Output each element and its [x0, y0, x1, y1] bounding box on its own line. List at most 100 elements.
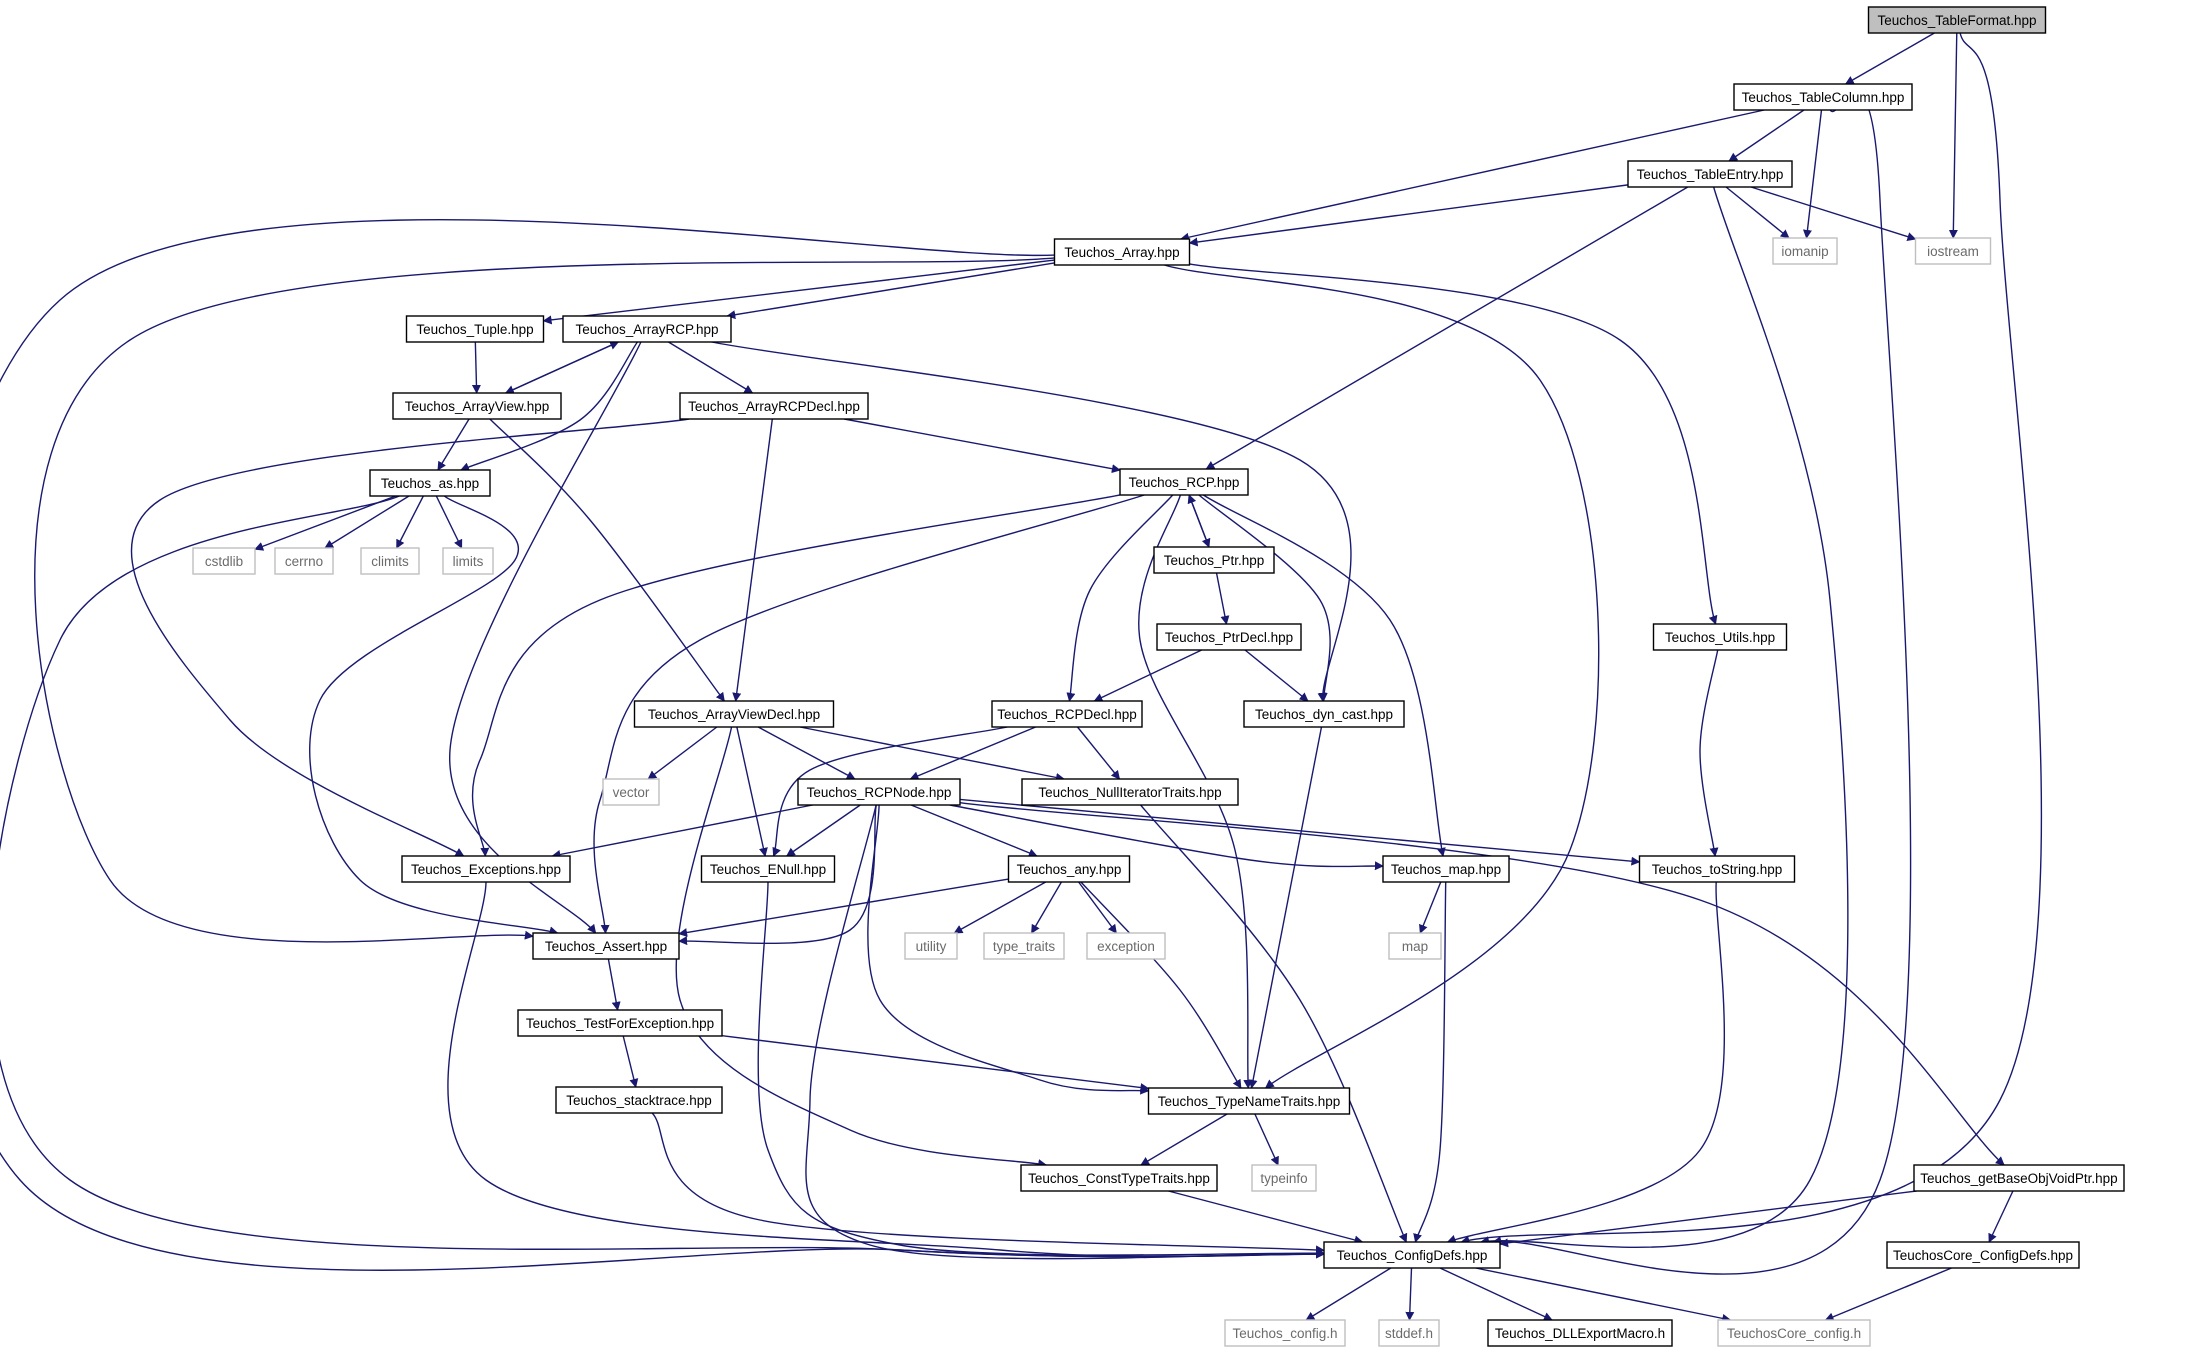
- node-box-rcpdecl: [991, 700, 1143, 728]
- edge-any-to-utility: [953, 881, 1047, 934]
- node-box-arrayview: [392, 392, 562, 420]
- node-label-consttype: Teuchos_ConstTypeTraits.hpp: [1028, 1171, 1210, 1186]
- edge-ptrdecl-to-dyncast: [1244, 649, 1309, 702]
- node-rcp[interactable]: Teuchos_RCP.hpp: [1119, 468, 1249, 496]
- node-box-stddef: [1378, 1319, 1440, 1347]
- node-label-getbaseobj: Teuchos_getBaseObjVoidPtr.hpp: [1920, 1171, 2117, 1186]
- node-configdefs[interactable]: Teuchos_ConfigDefs.hpp: [1323, 1241, 1501, 1269]
- node-label-tablecolumn: Teuchos_TableColumn.hpp: [1742, 90, 1905, 105]
- node-box-tableentry: [1627, 160, 1793, 188]
- node-label-configh: Teuchos_config.h: [1232, 1326, 1337, 1341]
- edge-as-to-limits: [435, 495, 463, 549]
- node-box-iomanip: [1772, 237, 1838, 265]
- node-box-typeinfo: [1251, 1164, 1317, 1192]
- node-tuple[interactable]: Teuchos_Tuple.hpp: [405, 315, 545, 343]
- edge-as-to-assert: [309, 495, 559, 936]
- node-box-climits: [360, 547, 420, 575]
- node-getbaseobj[interactable]: Teuchos_getBaseObjVoidPtr.hpp: [1913, 1164, 2125, 1192]
- edge-tableformat-to-configdefs: [1460, 32, 2043, 1245]
- edge-arrayrcp-to-as: [460, 341, 638, 472]
- node-map[interactable]: Teuchos_map.hpp: [1382, 855, 1510, 883]
- node-enull[interactable]: Teuchos_ENull.hpp: [700, 855, 836, 883]
- node-stddef: stddef.h: [1378, 1319, 1440, 1347]
- edge-arrayview-to-arrayrcp: [505, 341, 620, 394]
- edge-arrayviewdecl-to-enull: [736, 726, 768, 857]
- node-label-typename: Teuchos_TypeNameTraits.hpp: [1158, 1094, 1341, 1109]
- node-iomanip: iomanip: [1772, 237, 1838, 265]
- node-box-array: [1053, 238, 1191, 266]
- edge-any-to-exception: [1078, 881, 1117, 934]
- node-testforexc[interactable]: Teuchos_TestForException.hpp: [517, 1009, 723, 1037]
- node-configh: Teuchos_config.h: [1224, 1319, 1346, 1347]
- node-label-arrayrcp: Teuchos_ArrayRCP.hpp: [575, 322, 718, 337]
- node-label-rcp: Teuchos_RCP.hpp: [1129, 475, 1240, 490]
- edge-exceptions-to-configdefs: [447, 881, 1325, 1259]
- node-tostring[interactable]: Teuchos_toString.hpp: [1638, 855, 1796, 883]
- node-typeinfo: typeinfo: [1251, 1164, 1317, 1192]
- edge-tableentry-to-array: [1188, 184, 1629, 247]
- node-dyncast[interactable]: Teuchos_dyn_cast.hpp: [1243, 700, 1405, 728]
- node-label-coreconfigdefs: TeuchosCore_ConfigDefs.hpp: [1893, 1248, 2073, 1263]
- node-ptr[interactable]: Teuchos_Ptr.hpp: [1153, 546, 1275, 574]
- node-label-configdefs: Teuchos_ConfigDefs.hpp: [1337, 1248, 1488, 1263]
- node-label-tableformat: Teuchos_TableFormat.hpp: [1877, 13, 2036, 28]
- edge-arrayviewdecl-to-nulliter: [799, 726, 1065, 782]
- edge-rcpdecl-to-rcpnode: [909, 726, 1036, 781]
- node-label-ptrdecl: Teuchos_PtrDecl.hpp: [1165, 630, 1293, 645]
- node-array[interactable]: Teuchos_Array.hpp: [1053, 238, 1191, 266]
- node-box-exception: [1086, 932, 1166, 960]
- node-vector: vector: [602, 778, 660, 806]
- node-ptrdecl[interactable]: Teuchos_PtrDecl.hpp: [1156, 623, 1302, 651]
- node-arrayrcp[interactable]: Teuchos_ArrayRCP.hpp: [562, 315, 732, 343]
- node-label-vector: vector: [613, 785, 650, 800]
- edge-ptrdecl-to-rcpdecl: [1093, 649, 1202, 702]
- node-exception: exception: [1086, 932, 1166, 960]
- node-assert[interactable]: Teuchos_Assert.hpp: [532, 932, 680, 960]
- node-box-utils: [1652, 623, 1788, 651]
- edge-tableentry-to-rcp: [1205, 186, 1689, 470]
- node-label-array: Teuchos_Array.hpp: [1064, 245, 1179, 260]
- node-utility: utility: [904, 932, 958, 960]
- node-box-exceptions: [401, 855, 571, 883]
- node-dllexport[interactable]: Teuchos_DLLExportMacro.h: [1487, 1319, 1673, 1347]
- edge-tablecolumn-to-array: [1179, 109, 1765, 242]
- node-label-map: Teuchos_map.hpp: [1391, 862, 1501, 877]
- edge-arrayrcpdecl-to-exceptions: [130, 418, 690, 857]
- node-tablecolumn[interactable]: Teuchos_TableColumn.hpp: [1733, 83, 1913, 111]
- node-label-ptr: Teuchos_Ptr.hpp: [1164, 553, 1265, 568]
- node-tableentry[interactable]: Teuchos_TableEntry.hpp: [1627, 160, 1793, 188]
- node-consttype[interactable]: Teuchos_ConstTypeTraits.hpp: [1020, 1164, 1218, 1192]
- edge-rcpnode-to-enull: [786, 804, 861, 857]
- node-arrayviewdecl[interactable]: Teuchos_ArrayViewDecl.hpp: [633, 700, 835, 728]
- node-arrayview[interactable]: Teuchos_ArrayView.hpp: [392, 392, 562, 420]
- node-box-stacktrace: [555, 1086, 723, 1114]
- edge-rcpnode-to-tostring: [959, 798, 1641, 866]
- node-utils[interactable]: Teuchos_Utils.hpp: [1652, 623, 1788, 651]
- node-as[interactable]: Teuchos_as.hpp: [369, 469, 491, 497]
- node-coreconfigdefs[interactable]: TeuchosCore_ConfigDefs.hpp: [1886, 1241, 2080, 1269]
- node-label-typeinfo: typeinfo: [1260, 1171, 1307, 1186]
- node-box-consttype: [1020, 1164, 1218, 1192]
- edge-tablecolumn-to-configdefs: [1492, 93, 1912, 1275]
- node-box-as: [369, 469, 491, 497]
- edge-as-to-cstdlib: [254, 495, 396, 551]
- node-arrayrcpdecl[interactable]: Teuchos_ArrayRCPDecl.hpp: [679, 392, 869, 420]
- edge-rcp-to-rcpdecl: [1066, 494, 1174, 702]
- node-rcpnode[interactable]: Teuchos_RCPNode.hpp: [797, 778, 961, 806]
- node-nulliter[interactable]: Teuchos_NullIteratorTraits.hpp: [1021, 778, 1239, 806]
- node-label-stdmap: map: [1402, 939, 1428, 954]
- node-box-map: [1382, 855, 1510, 883]
- node-iostream: iostream: [1914, 237, 1992, 265]
- node-rcpdecl[interactable]: Teuchos_RCPDecl.hpp: [991, 700, 1143, 728]
- node-label-enull: Teuchos_ENull.hpp: [710, 862, 826, 877]
- node-tableformat[interactable]: Teuchos_TableFormat.hpp: [1867, 6, 2047, 34]
- node-stacktrace[interactable]: Teuchos_stacktrace.hpp: [555, 1086, 723, 1114]
- node-label-exception: exception: [1097, 939, 1155, 954]
- edge-tuple-to-arrayview: [471, 341, 481, 394]
- node-typename[interactable]: Teuchos_TypeNameTraits.hpp: [1147, 1087, 1351, 1115]
- node-any[interactable]: Teuchos_any.hpp: [1007, 855, 1131, 883]
- edge-arrayviewdecl-to-rcpnode: [757, 726, 856, 780]
- edge-getbaseobj-to-configdefs: [1499, 1190, 1917, 1248]
- edge-rcpdecl-to-nulliter: [1076, 726, 1121, 780]
- node-exceptions[interactable]: Teuchos_Exceptions.hpp: [401, 855, 571, 883]
